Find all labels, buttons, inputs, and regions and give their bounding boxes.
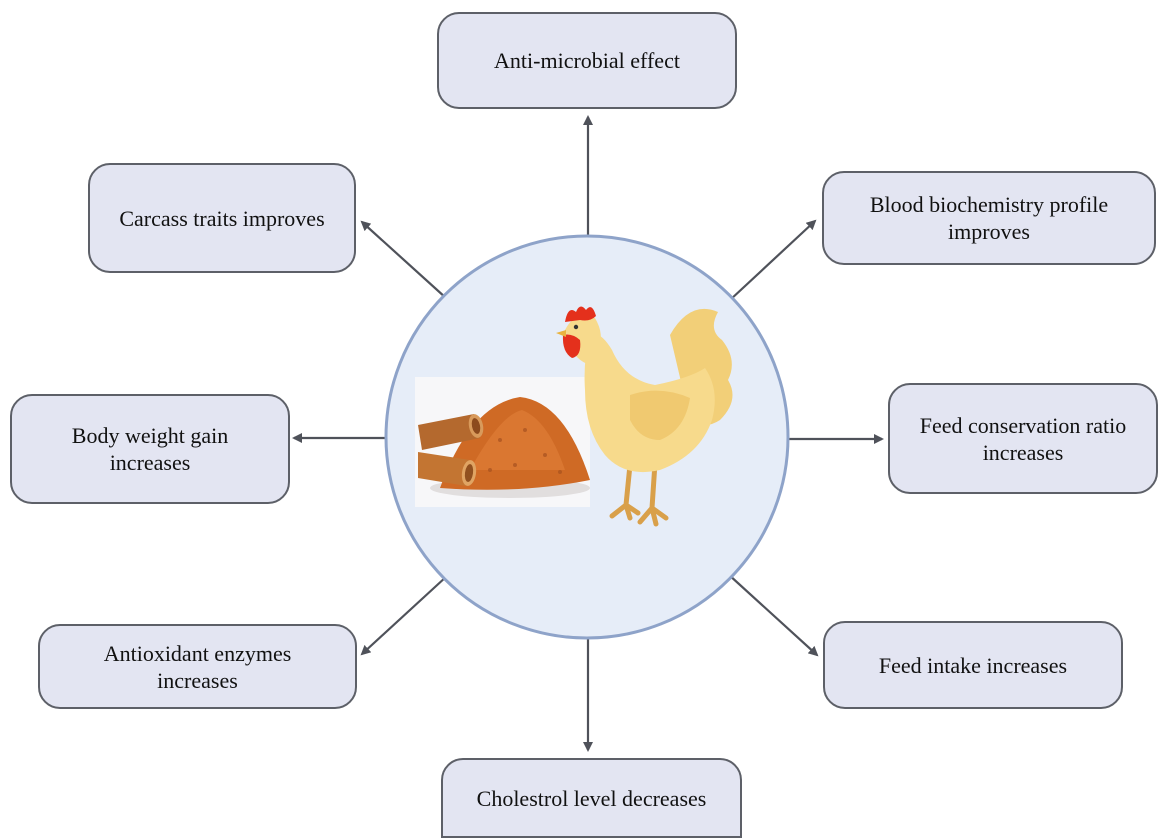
node-label-line: increases	[920, 439, 1127, 466]
arrow-top-left	[362, 222, 446, 298]
node-feed-intake: Feed intake increases	[823, 621, 1123, 709]
node-feed-conservation-ratio: Feed conservation ratio increases	[888, 383, 1158, 494]
cinnamon-image	[415, 377, 590, 507]
node-label-line: Feed conservation ratio	[920, 412, 1127, 439]
node-blood-biochemistry: Blood biochemistry profile improves	[822, 171, 1156, 265]
node-cholesterol-level: Cholestrol level decreases	[441, 758, 742, 838]
node-anti-microbial-effect: Anti-microbial effect	[437, 12, 737, 109]
node-label-line: Cholestrol level decreases	[477, 785, 707, 812]
node-label-line: increases	[72, 449, 228, 476]
node-label-line: improves	[870, 218, 1108, 245]
node-label-line: increases	[104, 667, 292, 694]
node-antioxidant-enzymes: Antioxidant enzymes increases	[38, 624, 357, 709]
node-label-line: Anti-microbial effect	[494, 47, 680, 74]
node-label-line: Body weight gain	[72, 422, 228, 449]
node-label-line: Carcass traits improves	[119, 205, 324, 232]
arrow-top-right	[730, 221, 815, 300]
node-label-line: Blood biochemistry profile	[870, 191, 1108, 218]
node-body-weight-gain: Body weight gain increases	[10, 394, 290, 504]
node-label-line: Antioxidant enzymes	[104, 640, 292, 667]
arrow-bottom-right	[728, 574, 817, 655]
node-label-line: Feed intake increases	[879, 652, 1067, 679]
arrow-bottom-left	[362, 576, 447, 654]
node-carcass-traits: Carcass traits improves	[88, 163, 356, 273]
